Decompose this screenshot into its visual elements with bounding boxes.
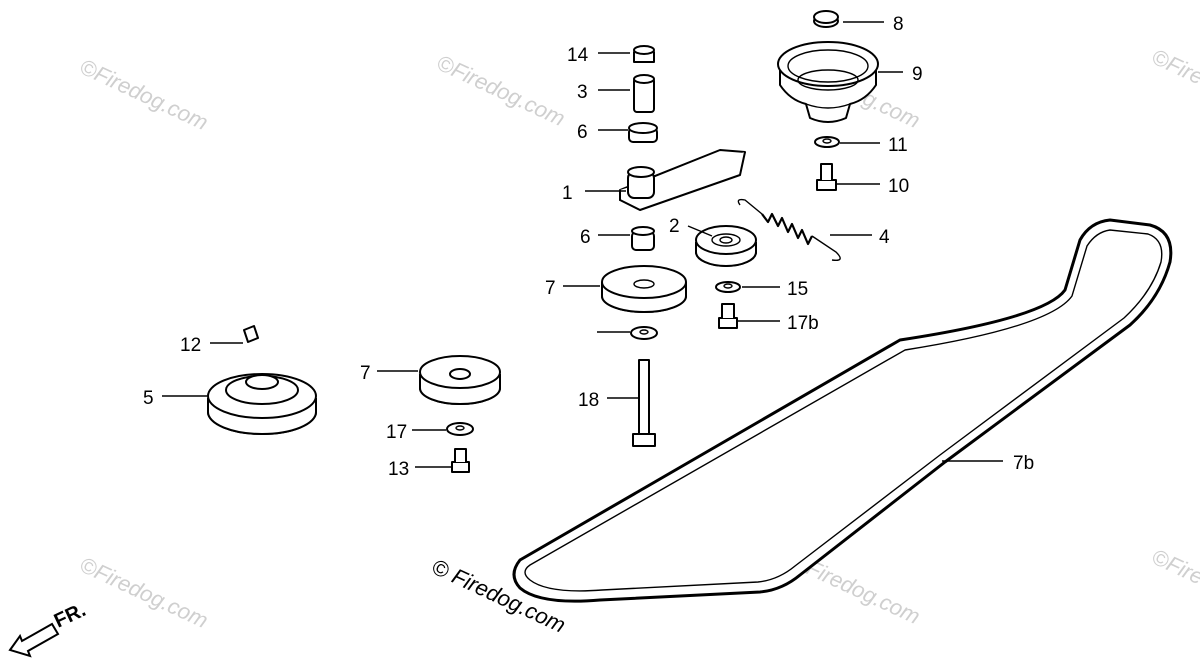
label-part-17b: 17 [386, 422, 407, 443]
watermark-text: ©Firedog.com [76, 54, 212, 135]
front-indicator: FR. [8, 599, 89, 658]
part-5-engine-pulley [207, 373, 317, 435]
label-part-6a: 6 [577, 122, 588, 143]
part-6a-bushing-upper [628, 122, 658, 143]
label-part-9: 9 [912, 64, 923, 85]
watermark-text: ©Firedog.com [76, 552, 212, 633]
watermark-text: ©Firedog.com [433, 50, 569, 131]
label-part-1: 1 [562, 183, 573, 204]
part-1-idler-arm [619, 149, 746, 211]
part-17b-washer-lower [446, 422, 474, 436]
label-part-8: 7b [1013, 453, 1034, 474]
part-16-washer-idler [715, 281, 741, 293]
label-part-3: 3 [577, 82, 588, 103]
part-12-washer-under-pulley [814, 136, 840, 148]
front-label: FR. [51, 599, 89, 633]
label-part-4: 4 [879, 227, 890, 248]
label-part-10: 10 [888, 176, 909, 197]
part-14-bolt-lower-left [451, 448, 470, 473]
part-10-bolt-upper-right [816, 163, 837, 191]
part-7b-pulley-lower [419, 355, 501, 405]
label-part-12: 11 [888, 135, 908, 156]
part-13-key [243, 325, 259, 343]
label-part-6b: 6 [580, 227, 591, 248]
label-part-7a: 7 [545, 278, 556, 299]
label-part-16: 15 [787, 279, 808, 300]
part-15-nut-top [633, 45, 655, 63]
part-6b-bushing-lower [631, 226, 655, 251]
part-18-bolt-idler [718, 303, 738, 329]
label-part-13: 12 [180, 335, 201, 356]
label-part-14: 13 [388, 459, 409, 480]
watermark-text: ©Firedog.com [1148, 44, 1200, 125]
label-part-19: 18 [578, 390, 599, 411]
part-labels: 8 9 11 10 14 3 6 1 6 2 4 7 15 17b 18 12 … [143, 14, 1034, 480]
part-2-idler-pulley [695, 225, 757, 267]
part-17a-washer-center [630, 326, 658, 340]
part-19-long-bolt [632, 359, 656, 447]
part-9-blade-pulley [777, 41, 879, 123]
leader-lines [162, 21, 1003, 468]
part-7a-pulley-upper [601, 265, 687, 313]
label-part-7b: 7 [360, 363, 371, 384]
part-8-v-belt [512, 218, 1173, 603]
part-11-washer-top [813, 10, 839, 28]
label-part-11: 8 [893, 14, 904, 35]
part-4-tension-spring [737, 198, 841, 262]
watermark-text: ©Firedog.com [1148, 544, 1200, 625]
part-3-collar [633, 74, 655, 113]
label-part-18: 17b [787, 313, 819, 334]
label-part-15: 14 [567, 45, 589, 66]
label-part-2: 2 [669, 216, 680, 237]
label-part-5: 5 [143, 388, 154, 409]
front-arrow-icon [8, 622, 60, 658]
